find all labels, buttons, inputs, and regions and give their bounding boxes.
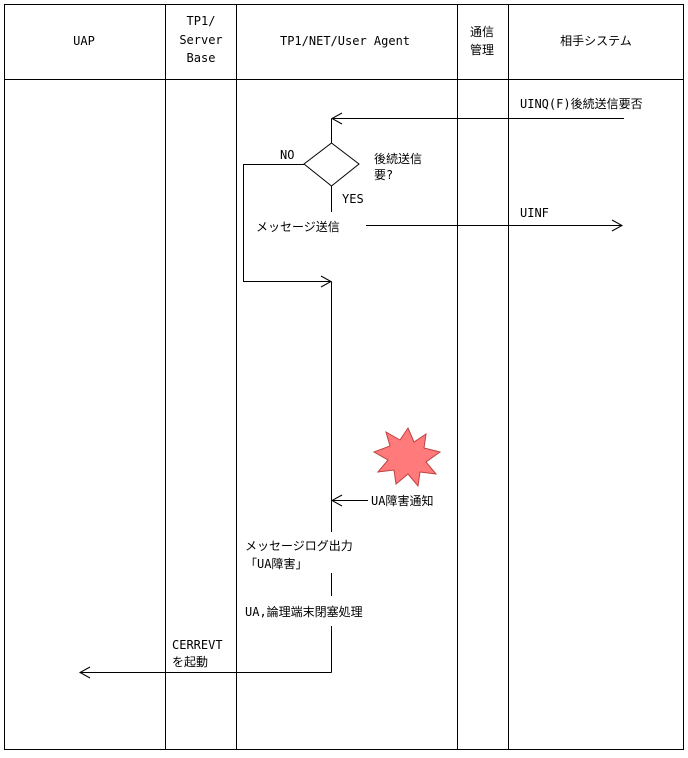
- close-process-label: UA,論理端末閉塞処理: [245, 604, 363, 619]
- no-label: NO: [280, 148, 294, 162]
- decision-label-line1: 後続送信: [374, 151, 422, 166]
- uinq-label: UINQ(F)後続送信要否: [520, 96, 643, 111]
- header-user-agent: TP1/NET/User Agent: [280, 34, 410, 48]
- header-server-base-line2: Server: [179, 33, 222, 47]
- header-comm-mgmt-line2: 管理: [470, 42, 494, 57]
- log-output-line1: メッセージログ出力: [245, 539, 353, 553]
- header-partner: 相手システム: [560, 34, 632, 48]
- yes-label: YES: [342, 192, 364, 206]
- decision-label-line2: 要?: [374, 168, 393, 182]
- cerrevt-label-line1: CERREVT: [172, 638, 223, 652]
- uinf-arrowhead: [611, 219, 624, 232]
- fault-burst-icon: [372, 426, 442, 488]
- send-label: メッセージ送信: [256, 219, 340, 234]
- no-branch-line: [243, 164, 331, 282]
- ua-fault-arrowhead: [330, 494, 343, 507]
- cerrevt-label-line2: を起動: [172, 655, 208, 669]
- diagram-frame: [4, 4, 684, 750]
- header-server-base-line1: TP1/: [187, 14, 216, 28]
- header-comm-mgmt-line1: 通信: [470, 25, 494, 39]
- cerrevt-arrowhead: [78, 666, 91, 679]
- ua-fault-label: UA障害通知: [371, 493, 433, 508]
- header-uap: UAP: [73, 34, 95, 48]
- header-server-base-line3: Base: [187, 51, 216, 65]
- uinf-label: UINF: [520, 206, 549, 220]
- log-output-line2: 「UA障害」: [245, 556, 307, 571]
